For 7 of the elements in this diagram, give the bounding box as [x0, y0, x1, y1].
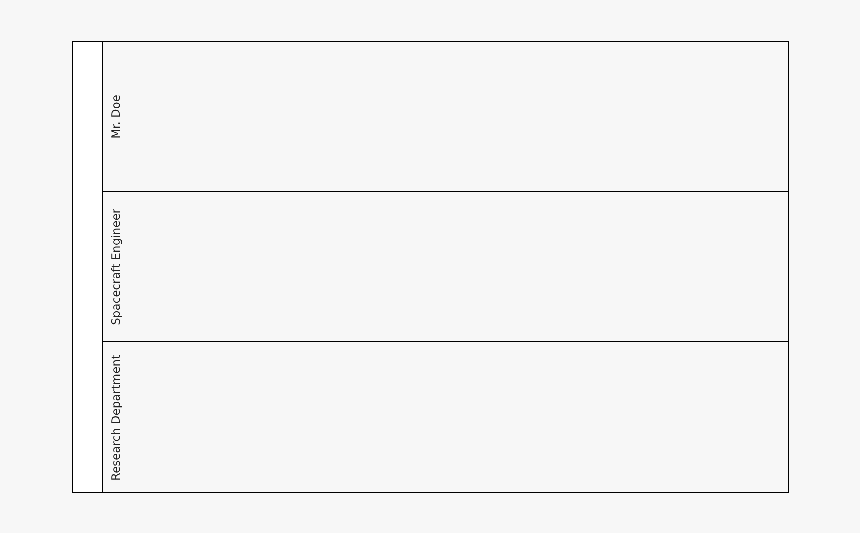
swimlane: [102, 42, 788, 192]
lane-label: Spacecraft Engineer: [109, 208, 123, 326]
swimlane: [102, 191, 788, 342]
lane-label: Mr. Doe: [109, 95, 123, 139]
lane-label: Research Department: [109, 354, 123, 480]
pool-frame: [72, 41, 789, 493]
swimlane: [102, 341, 788, 492]
